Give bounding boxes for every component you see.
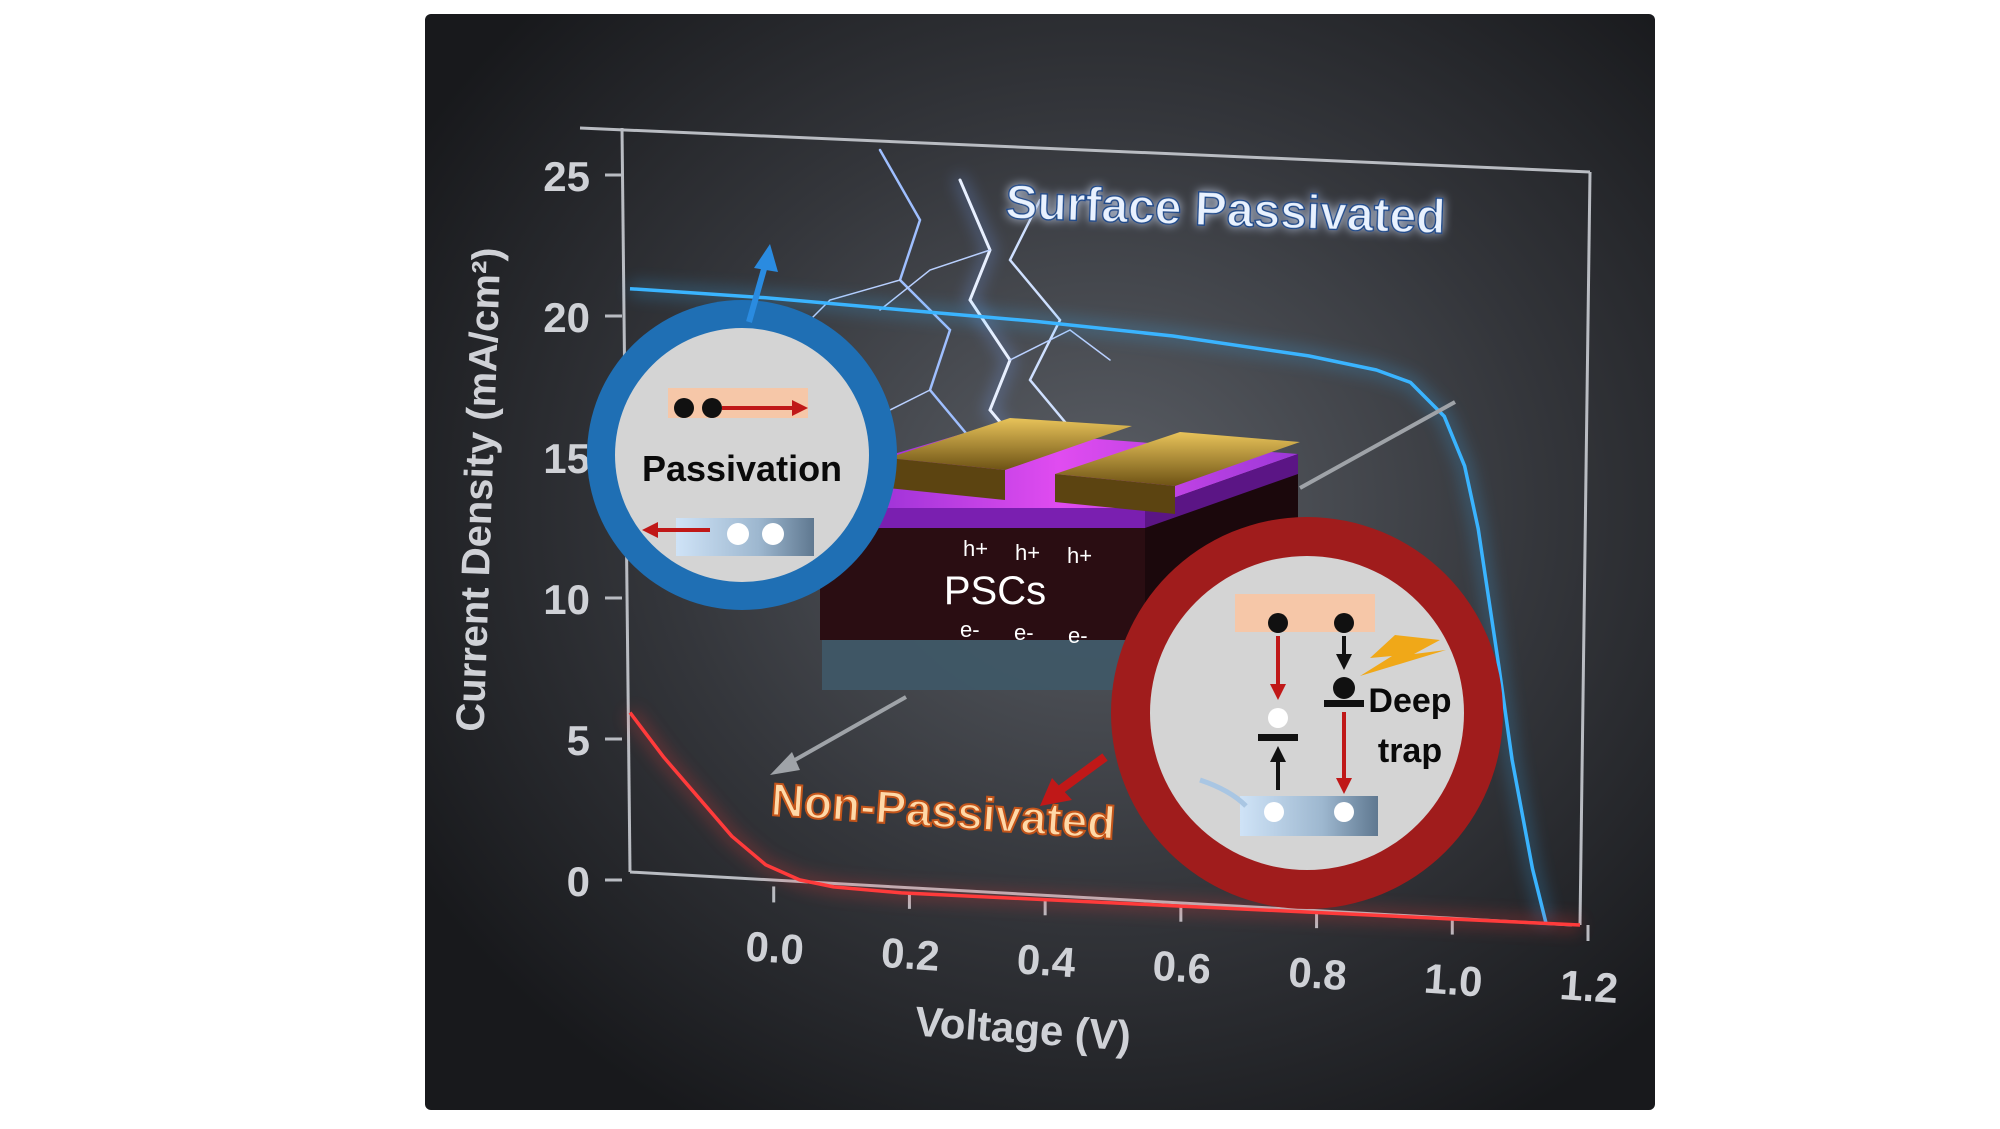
- x-tick-label: 1.2: [1558, 961, 1620, 1012]
- trapped-hole: [1268, 708, 1288, 728]
- y-tick-label: 0: [567, 858, 590, 905]
- x-tick-label: 0.8: [1287, 948, 1349, 999]
- upper-band: [1235, 594, 1375, 632]
- grey-arrowhead: [770, 752, 800, 775]
- x-tick-label: 0.0: [744, 922, 806, 973]
- red-arrowhead: [792, 400, 808, 416]
- deep-trap-label-2: trap: [1378, 732, 1442, 770]
- x-tick-label: 0.4: [1015, 935, 1077, 986]
- blue-pointer-arrow: [746, 244, 778, 323]
- trap-level-right: [1324, 700, 1364, 707]
- series-line-non-passivated: [628, 711, 1581, 927]
- trapped-electron: [1333, 677, 1355, 699]
- passivation-inset: Passivation: [587, 300, 897, 610]
- y-tick-label: 15: [543, 435, 590, 482]
- y-tick-label: 10: [543, 576, 590, 623]
- series-group: [624, 281, 1581, 932]
- electron-label-3: e-: [1068, 623, 1088, 648]
- series-line-surface-passivated: [629, 286, 1548, 924]
- electron-label-2: e-: [1014, 620, 1034, 645]
- lower-band: [1240, 796, 1378, 836]
- psc-device-illustration: PSCs h+ h+ h+ e- e- e-: [820, 418, 1300, 690]
- hole-label-1: h+: [963, 536, 988, 561]
- absorber-layer: [820, 508, 1145, 640]
- red-pointer-arrow: [1040, 753, 1108, 806]
- lightning-bolt-icon: [1360, 635, 1446, 676]
- electron-dot-1: [674, 398, 694, 418]
- top-frame-line: [579, 126, 1591, 174]
- x-tick-label: 1.0: [1423, 955, 1485, 1006]
- deep-trap-inset: Deep trap: [1111, 517, 1503, 909]
- deep-trap-label-1: Deep: [1368, 682, 1451, 720]
- y-tick-label: 25: [543, 153, 590, 200]
- electrode-left: [888, 418, 1132, 470]
- device-label: PSCs: [944, 569, 1046, 613]
- electrode-right: [1055, 432, 1300, 486]
- hole-label-3: h+: [1067, 543, 1092, 568]
- trap-level-left: [1258, 734, 1298, 741]
- x-tick-label: 0.2: [880, 929, 942, 980]
- passivation-label: Passivation: [642, 448, 842, 489]
- y-tick-group: 0 5 10 15 20 25: [543, 153, 622, 905]
- hole-label-2: h+: [1015, 540, 1040, 565]
- x-tick-label: 0.6: [1151, 942, 1213, 993]
- electron-label-1: e-: [960, 617, 980, 642]
- red-arrowhead-left: [642, 522, 658, 538]
- hole-dot-1: [727, 523, 749, 545]
- y-tick-label: 20: [543, 294, 590, 341]
- axis-3d-arrows: [770, 400, 1456, 775]
- electron-dot-2: [702, 398, 722, 418]
- y-tick-label: 5: [567, 717, 590, 764]
- hole-dot-2: [762, 523, 784, 545]
- right-frame-line: [1578, 171, 1592, 926]
- x-tick-group: 0.0 0.2 0.4 0.6 0.8 1.0 1.2: [744, 886, 1620, 1012]
